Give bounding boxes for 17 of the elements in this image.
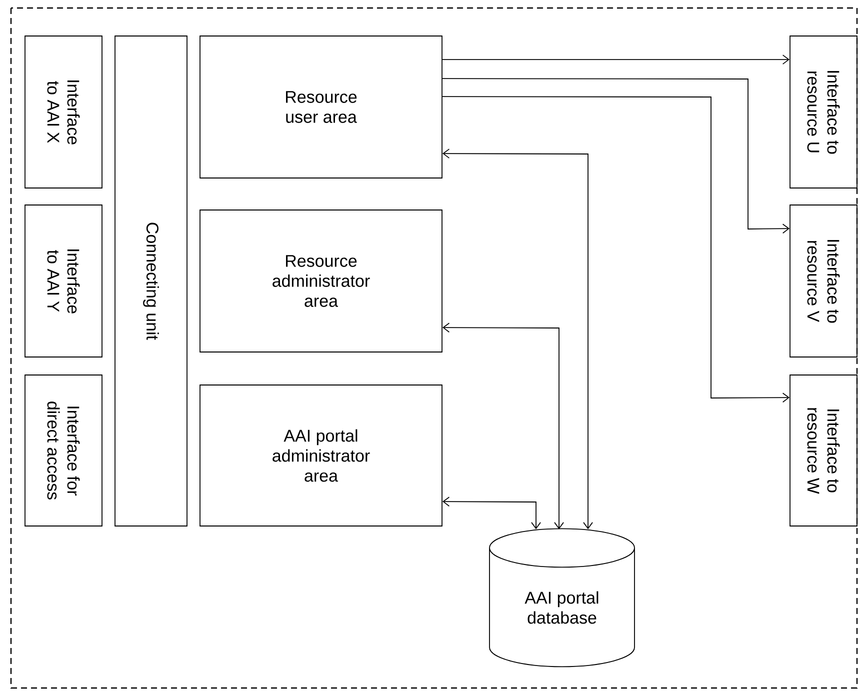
process-box: Interface to resource W xyxy=(790,374,858,526)
arrow xyxy=(442,78,790,234)
process-box: Connecting unit xyxy=(114,36,188,526)
process-box: Resource administrator area xyxy=(200,210,442,352)
process-box: Interface to resource U xyxy=(790,36,858,188)
process-box: Interface to AAI Y xyxy=(24,204,102,358)
process-box: Interface to resource V xyxy=(790,204,858,358)
process-box: Interface for direct access xyxy=(24,374,102,526)
process-box: AAI portal administrator area xyxy=(200,384,442,526)
process-box: Resource user area xyxy=(200,36,442,178)
arrow xyxy=(442,148,593,530)
database-cylinder: AAI portal database xyxy=(489,528,635,668)
arrow xyxy=(442,496,541,530)
arrow xyxy=(442,96,790,403)
process-box: Interface to AAI X xyxy=(24,36,102,188)
arrow xyxy=(442,322,564,530)
arrow xyxy=(442,54,790,64)
